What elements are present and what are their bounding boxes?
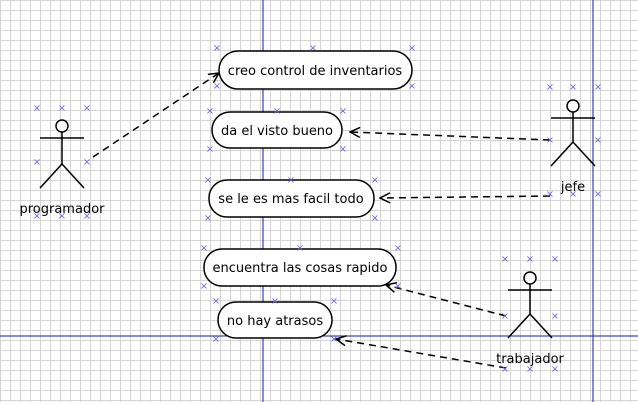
- selection-handle-icon[interactable]: ×: [394, 281, 402, 292]
- actor-trabajador[interactable]: [507, 271, 553, 339]
- selection-handle-icon[interactable]: ×: [213, 43, 221, 54]
- selection-handle-icon[interactable]: ×: [213, 81, 221, 92]
- selection-handle-icon[interactable]: ×: [309, 43, 317, 54]
- selection-handle-icon[interactable]: ×: [526, 254, 534, 265]
- selection-handle-icon[interactable]: ×: [501, 364, 509, 375]
- dependency-trabajador-uc5[interactable]: [336, 339, 507, 369]
- selection-handle-icon[interactable]: ×: [200, 281, 208, 292]
- selection-handle-icon[interactable]: ×: [546, 82, 554, 93]
- selection-handle-icon[interactable]: ×: [200, 243, 208, 254]
- use-case-uc1[interactable]: creo control de inventarios: [218, 50, 413, 90]
- actor-jefe-label: jefe: [560, 180, 585, 195]
- selection-handle-icon[interactable]: ×: [206, 144, 214, 155]
- selection-handle-icon[interactable]: ×: [33, 157, 41, 168]
- use-case-uc5-label: no hay atrasos: [227, 314, 323, 329]
- selection-handle-icon[interactable]: ×: [594, 82, 602, 93]
- use-case-uc1-label: creo control de inventarios: [228, 64, 403, 79]
- use-case-uc4-label: encuentra las cosas rapido: [212, 261, 387, 276]
- actor-jefe[interactable]: [550, 99, 596, 167]
- selection-handle-icon[interactable]: ×: [594, 189, 602, 200]
- selection-handle-icon[interactable]: ×: [546, 189, 554, 200]
- dependency-jefe-uc3[interactable]: [380, 196, 551, 198]
- selection-handle-icon[interactable]: ×: [204, 213, 212, 224]
- selection-handles: × × × × × × × × × × × × × × × × × × × × × × × × × × × × × × × × × × × × × × × ×…: [33, 43, 602, 375]
- use-case-uc3[interactable]: se le es mas facil todo: [208, 179, 375, 218]
- selection-handle-icon[interactable]: ×: [273, 106, 281, 117]
- selection-handle-icon[interactable]: ×: [551, 364, 559, 375]
- dependency-jefe-uc2[interactable]: [350, 132, 551, 141]
- selection-handle-icon[interactable]: ×: [371, 213, 379, 224]
- selection-handle-icon[interactable]: ×: [526, 364, 534, 375]
- selection-handle-icon[interactable]: ×: [569, 82, 577, 93]
- selection-handle-icon[interactable]: ×: [287, 175, 295, 186]
- use-case-uc3-label: se le es mas facil todo: [218, 192, 363, 207]
- selection-handle-icon[interactable]: ×: [501, 254, 509, 265]
- selection-handle-icon[interactable]: ×: [296, 243, 304, 254]
- selection-handle-icon[interactable]: ×: [330, 334, 338, 345]
- selection-handle-icon[interactable]: ×: [551, 311, 559, 322]
- selection-handle-icon[interactable]: ×: [83, 157, 91, 168]
- dependency-programador-uc1[interactable]: [92, 73, 219, 158]
- actor-programador[interactable]: [39, 119, 85, 189]
- use-case-uc4[interactable]: encuentra las cosas rapido: [203, 248, 397, 287]
- use-case-uc2-label: da el visto bueno: [221, 124, 333, 139]
- dependency-trabajador-uc4[interactable]: [386, 285, 507, 317]
- selection-handle-icon[interactable]: ×: [33, 211, 41, 222]
- selection-handle-icon[interactable]: ×: [33, 103, 41, 114]
- selection-handle-icon[interactable]: ×: [271, 296, 279, 307]
- selection-handle-icon[interactable]: ×: [594, 135, 602, 146]
- selection-handle-icon[interactable]: ×: [546, 135, 554, 146]
- selection-handle-icon[interactable]: ×: [371, 175, 379, 186]
- actor-trabajador-label: trabajador: [496, 352, 564, 367]
- selection-handle-icon[interactable]: ×: [58, 103, 66, 114]
- use-case-uc5[interactable]: no hay atrasos: [217, 301, 333, 339]
- selection-handle-icon[interactable]: ×: [212, 296, 220, 307]
- selection-handle-icon[interactable]: ×: [408, 43, 416, 54]
- selection-handle-icon[interactable]: ×: [83, 211, 91, 222]
- selection-handle-icon[interactable]: ×: [569, 189, 577, 200]
- selection-handle-icon[interactable]: ×: [339, 144, 347, 155]
- selection-handle-icon[interactable]: ×: [204, 175, 212, 186]
- selection-handle-icon[interactable]: ×: [501, 311, 509, 322]
- selection-handle-icon[interactable]: ×: [58, 211, 66, 222]
- selection-handle-icon[interactable]: ×: [339, 106, 347, 117]
- selection-handle-icon[interactable]: ×: [206, 106, 214, 117]
- selection-handle-icon[interactable]: ×: [408, 81, 416, 92]
- selection-handle-icon[interactable]: ×: [330, 296, 338, 307]
- selection-handle-icon[interactable]: ×: [394, 243, 402, 254]
- selection-handle-icon[interactable]: ×: [212, 334, 220, 345]
- selection-handle-icon[interactable]: ×: [551, 254, 559, 265]
- actor-programador-label: programador: [19, 202, 105, 217]
- selection-handle-icon[interactable]: ×: [83, 103, 91, 114]
- use-case-uc2[interactable]: da el visto bueno: [211, 111, 343, 149]
